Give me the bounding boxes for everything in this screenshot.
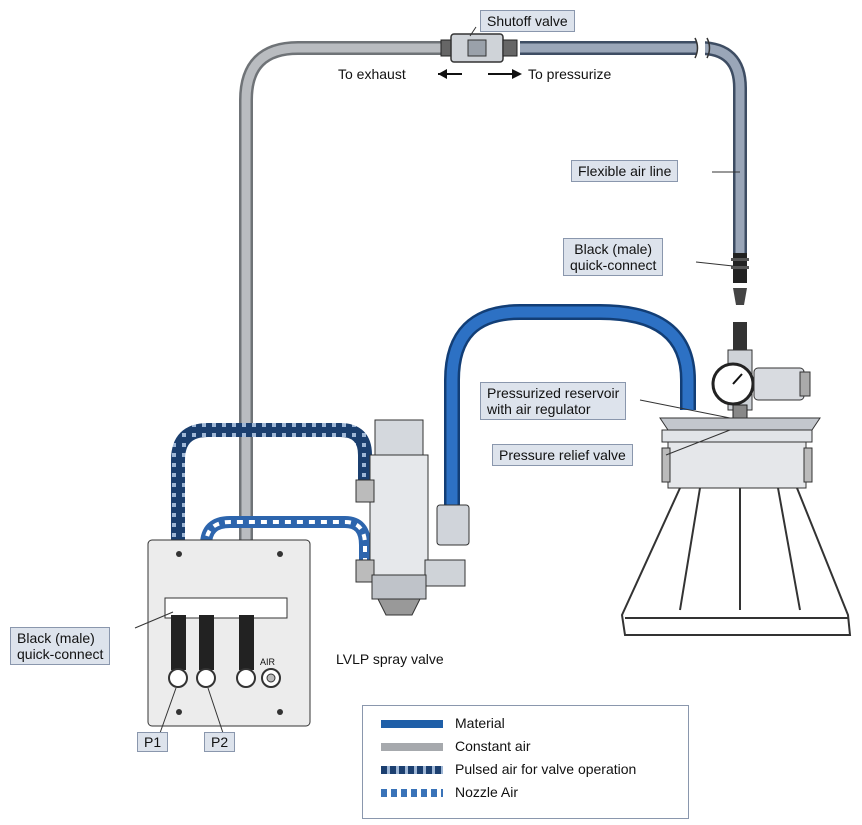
pulsed-air-line [171,423,372,620]
panel-air-label: AIR [260,657,276,667]
shutoff-valve-label: Shutoff valve [480,10,575,32]
p1-label: P1 [137,732,169,752]
left-quick-connect-label-line1: Black (male) [17,630,95,646]
shutoff-valve [440,33,518,63]
legend-label: Pulsed air for valve operation [455,761,637,777]
legend-item-pulsed-air: Pulsed air for valve operation [363,760,688,780]
pressurize-arrow [488,69,522,79]
top-quick-connect-label: Black (male) quick-connect [563,238,664,276]
top-quick-connect [731,253,749,350]
reservoir-label-line2: with air regulator [487,401,591,417]
top-quick-connect-label-line2: quick-connect [570,257,657,273]
legend-label: Nozzle Air [455,784,519,800]
to-pressurize-label: To pressurize [528,66,612,82]
legend-label: Material [455,715,505,731]
lvlp-label: LVLP spray valve [336,651,444,667]
panel-air-port [261,668,281,688]
flexible-air-line-label: Flexible air line [571,160,679,182]
top-quick-connect-label-line1: Black (male) [574,241,653,257]
air-regulator [711,349,811,444]
lvlp-spray-valve [355,419,470,616]
left-quick-connect-label-line2: quick-connect [17,646,104,662]
legend: Material Constant air Pulsed air for val… [362,705,689,819]
panel-quick-connect-p1 [168,615,188,688]
legend-item-nozzle-air: Nozzle Air [363,783,688,803]
exhaust-arrow [438,69,462,79]
material-swatch [381,720,443,728]
nozzle-air-swatch [381,789,443,797]
reservoir-label-line1: Pressurized reservoir [487,385,620,401]
constant-air-swatch [381,743,443,751]
line-break-mark [694,37,711,59]
pressurized-reservoir [620,417,852,636]
to-exhaust-label: To exhaust [338,66,406,82]
panel-quick-connect-p2 [196,615,216,688]
p2-label: P2 [204,732,236,752]
leader-lines [134,26,740,734]
legend-item-material: Material [363,714,688,734]
pulsed-air-swatch [381,766,443,774]
reservoir-label: Pressurized reservoir with air regulator [480,382,627,420]
legend-label: Constant air [455,738,531,754]
pressure-relief-label: Pressure relief valve [492,444,633,466]
legend-item-constant-air: Constant air [363,737,688,757]
left-quick-connect-label: Black (male) quick-connect [10,627,111,665]
panel-quick-connect-air [236,615,256,688]
